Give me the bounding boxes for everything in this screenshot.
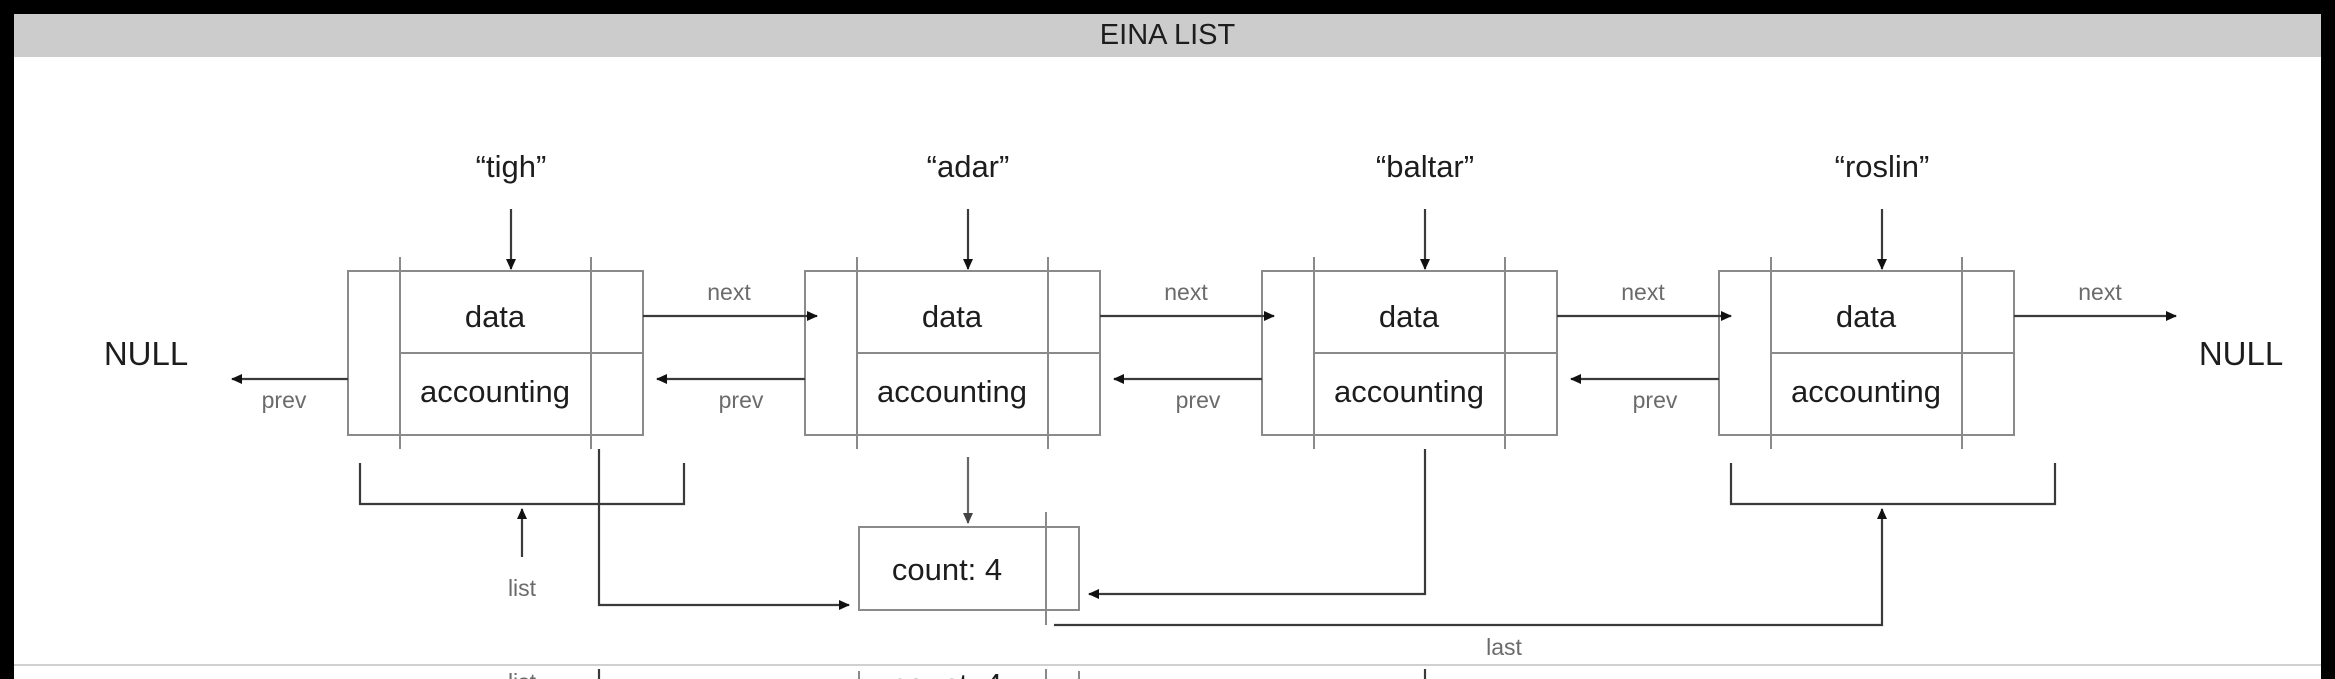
list-pointer-bracket: [358, 463, 686, 557]
page-title: EINA LIST: [1099, 19, 1236, 51]
count-label: count: 4: [892, 552, 1002, 587]
diagram-canvas: EINA LIST: [14, 14, 2321, 679]
node-accounting-2: accounting: [1334, 374, 1484, 409]
accounting-count-box: [858, 512, 1080, 625]
last-pointer-bracket: [1729, 463, 2057, 506]
list-pointer-label: list: [508, 575, 537, 601]
prev-label-1: prev: [719, 387, 764, 413]
node-data-0: data: [465, 299, 526, 334]
node-data-3: data: [1836, 299, 1897, 334]
last-pointer-path: [1054, 508, 1887, 627]
prev-label-3: prev: [1633, 387, 1678, 413]
node-tigh: [347, 209, 644, 449]
null-left: NULL: [104, 335, 188, 372]
node-adar: [804, 209, 1101, 449]
prev-label-2: prev: [1176, 387, 1221, 413]
node-label-1: “adar”: [927, 149, 1010, 184]
eina-list-diagram: “tigh” “adar” “baltar” “roslin” data dat…: [14, 57, 2321, 679]
node-accounting-0: accounting: [420, 374, 570, 409]
null-right: NULL: [2199, 335, 2283, 372]
next-label-1: next: [1164, 279, 1208, 305]
node-accounting-3: accounting: [1791, 374, 1941, 409]
node-baltar: [1261, 209, 1558, 449]
node-roslin: [1718, 209, 2015, 449]
node-label-3: “roslin”: [1835, 149, 1930, 184]
last-pointer-label: last: [1486, 634, 1522, 660]
repeat-count-label: count: 4: [892, 667, 1002, 679]
next-label-2: next: [1621, 279, 1665, 305]
next-label-3: next: [2078, 279, 2122, 305]
node-label-2: “baltar”: [1376, 149, 1474, 184]
baltar-accounting-to-count: [1088, 449, 1427, 599]
next-label-0: next: [707, 279, 751, 305]
node-data-2: data: [1379, 299, 1440, 334]
node-data-1: data: [922, 299, 983, 334]
node-accounting-1: accounting: [877, 374, 1027, 409]
prev-label-0: prev: [262, 387, 307, 413]
tigh-accounting-to-count: [597, 449, 850, 610]
repeat-list-label: list: [508, 669, 537, 679]
node-label-0: “tigh”: [476, 149, 547, 184]
title-bar: EINA LIST: [14, 14, 2321, 57]
repeat-strip: list count: 4: [508, 667, 1427, 679]
